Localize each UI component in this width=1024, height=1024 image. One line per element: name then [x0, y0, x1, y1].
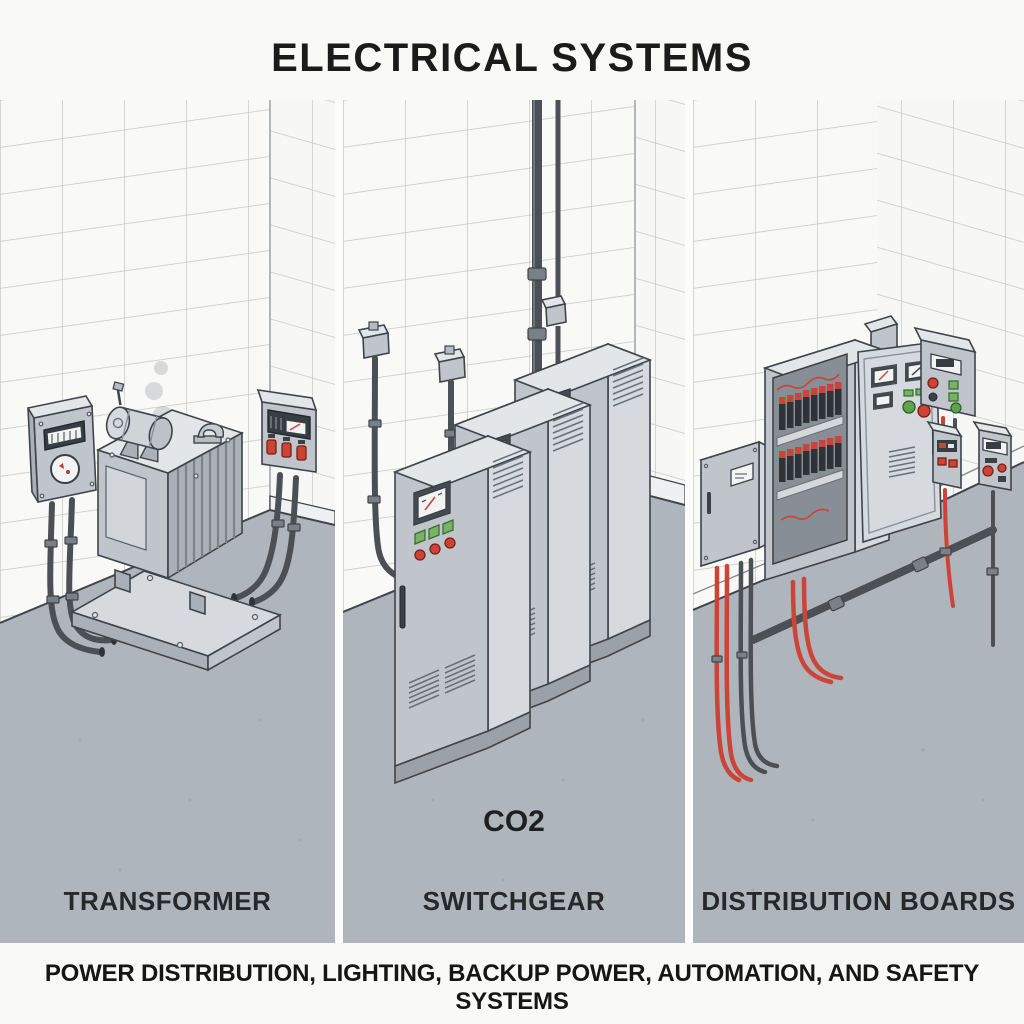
wall-box-right	[972, 420, 1013, 491]
transformer-label: TRANSFORMER	[63, 886, 272, 916]
panel-switchgear: CO2 SWITCHGEAR	[343, 100, 685, 943]
wall-box-top-right	[913, 326, 977, 417]
door-vent	[888, 446, 916, 478]
distribution-boards-label: DISTRIBUTION BOARDS	[701, 886, 1016, 916]
panel-transformer: TRANSFORMER	[0, 100, 335, 943]
panel-distribution-boards: DISTRIBUTION BOARDS	[693, 100, 1024, 943]
footer-caption: POWER DISTRIBUTION, LIGHTING, BACKUP POW…	[44, 960, 980, 1015]
transformer-illustration	[0, 100, 335, 943]
right-box-cables	[939, 488, 999, 647]
breaker-rows	[776, 373, 844, 521]
control-panel-conduits	[231, 472, 301, 607]
switchgear-cabinet-front	[394, 435, 531, 784]
switchgear-label: SWITCHGEAR	[422, 886, 606, 916]
aux-cabinet-cables	[711, 557, 780, 783]
page-title: ELECTRICAL SYSTEMS	[271, 36, 753, 80]
transformer-fins	[176, 437, 236, 572]
wall-box-small	[926, 416, 963, 489]
co2-annotation: CO2	[483, 805, 545, 838]
distribution-boards-illustration	[693, 100, 1024, 943]
panels-row: TRANSFORMER	[0, 100, 1024, 943]
transformer-cylinder	[105, 381, 173, 463]
wall-meter-box	[26, 395, 97, 503]
transformer-unit	[70, 381, 282, 672]
board-cables	[790, 576, 844, 685]
wall-control-panel	[256, 389, 318, 473]
switchgear-illustration	[343, 100, 685, 943]
transformer-lifting-lug	[193, 423, 225, 444]
